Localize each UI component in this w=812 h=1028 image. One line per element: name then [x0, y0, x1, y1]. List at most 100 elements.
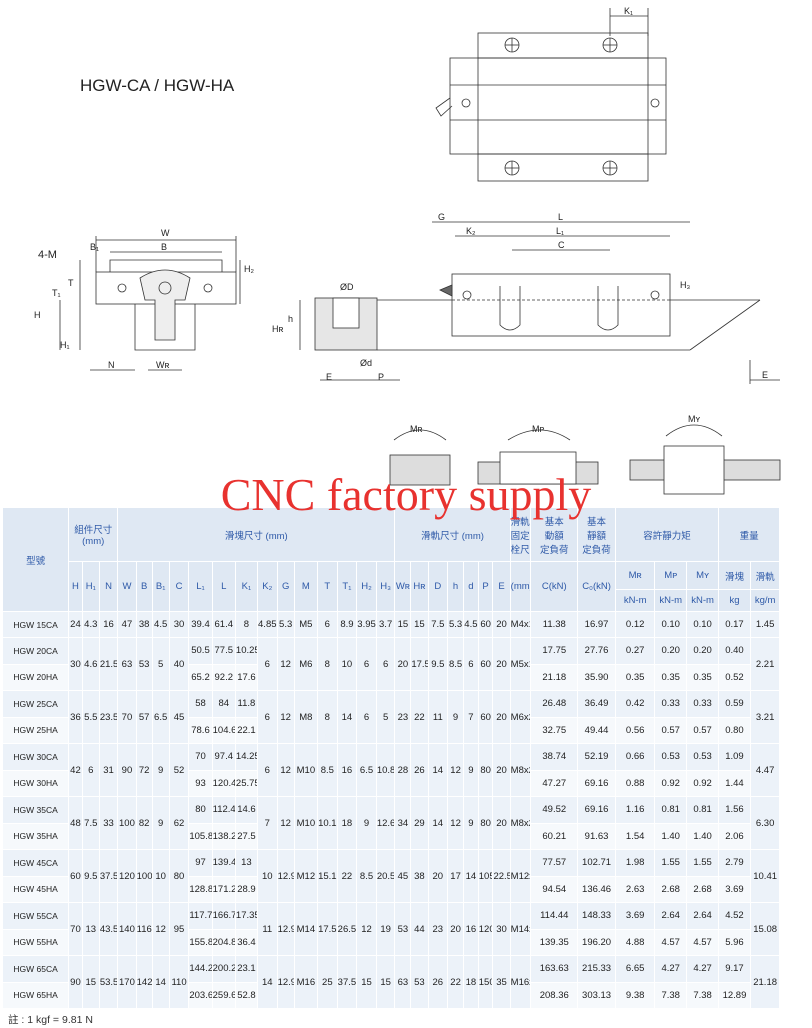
dim-cell: 17.6 [234, 663, 258, 691]
dim-cell: 9 [151, 743, 170, 797]
dim-cell: 7 [256, 796, 278, 850]
load-cell: 9.38 [615, 981, 656, 1009]
dim-cell: 23.5 [98, 690, 119, 744]
dim-cell: M14 [293, 902, 319, 956]
dim-cell: 11 [256, 902, 278, 956]
subheader-dim: C [168, 561, 190, 612]
dim-cell: 12.6 [375, 796, 396, 850]
dim-cell: 14.25 [234, 743, 258, 771]
dim-cell: 5 [375, 690, 396, 744]
load-cell: 4.88 [615, 928, 656, 956]
load-cell: 0.35 [615, 663, 656, 691]
load-cell: 0.17 [718, 611, 751, 638]
dim-cell: M4x16 [509, 611, 532, 638]
model-cell: HGW 30CA [1, 743, 70, 771]
dim-cell: M6 [293, 637, 319, 691]
dim-cell: 3.95 [356, 611, 377, 638]
load-cell: 0.20 [654, 637, 688, 665]
dim-cell: 52 [168, 743, 190, 797]
label-d-small: Ød [360, 358, 372, 368]
load-cell: 4.52 [718, 902, 751, 930]
dim-cell: 97.4 [211, 743, 236, 771]
dim-cell: 15 [394, 611, 412, 638]
front-view-drawing: W B B₁ 4-M H T₁ T H₁ H₂ N Wʀ [34, 228, 254, 371]
load-cell: 1.44 [718, 769, 751, 797]
label-c: C [558, 240, 565, 250]
dim-cell: 10 [256, 849, 278, 903]
load-cell: 0.35 [654, 663, 688, 691]
dim-cell: 63 [117, 637, 137, 691]
dim-cell: 117.7 [188, 902, 213, 930]
subheader-c0: C₀(kN) [577, 561, 617, 612]
header-moment: 容許靜力矩 [615, 507, 720, 562]
dim-cell: 80 [168, 849, 190, 903]
label-e: E [326, 372, 332, 382]
dim-cell: 6 [256, 637, 278, 691]
dim-cell: 13 [81, 902, 100, 956]
load-cell: 208.36 [530, 981, 579, 1009]
dim-cell: 20 [427, 849, 449, 903]
header-block: 滑塊尺寸 (mm) [117, 507, 396, 562]
dim-cell: 62 [168, 796, 190, 850]
dim-cell: 36.4 [234, 928, 258, 956]
dim-cell: 5 [151, 637, 170, 691]
dim-cell: 9 [463, 743, 479, 797]
header-rail: 滑軌尺寸 (mm) [394, 507, 511, 562]
dim-cell: 90 [68, 955, 83, 1009]
load-cell: 2.68 [654, 875, 688, 903]
dim-cell: 24 [68, 611, 83, 638]
subheader-dim: B₁ [151, 561, 170, 612]
subheader-dim: L₁ [188, 561, 213, 612]
dim-cell: M16 [293, 955, 319, 1009]
label-4m: 4-M [38, 249, 57, 261]
model-cell: HGW 55HA [1, 928, 70, 956]
dim-cell: 139.4 [211, 849, 236, 877]
load-cell: 215.33 [577, 955, 617, 983]
label-n: N [108, 360, 115, 370]
subheader-dim: G [276, 561, 295, 612]
dim-cell: 29 [410, 796, 429, 850]
footnote: 註 : 1 kgf = 9.81 N [8, 1014, 93, 1026]
label-w: W [161, 228, 170, 238]
moment-diagrams: Mʀ Mᴘ Mʏ [389, 414, 781, 495]
dim-cell: 10.25 [234, 637, 258, 665]
subheader-dim: L [211, 561, 236, 612]
dim-cell: M5x16 [509, 637, 532, 691]
dim-cell: 203.6 [188, 981, 213, 1009]
dim-cell: M14x45 [509, 902, 532, 956]
dim-cell: 22 [410, 690, 429, 744]
label-g: G [438, 212, 445, 222]
dim-cell: 105.8 [188, 822, 213, 850]
dim-cell: 80 [188, 796, 213, 824]
dim-cell: 4.5 [463, 611, 479, 638]
dim-cell: 12 [356, 902, 377, 956]
subheader-dim: T [317, 561, 338, 612]
dim-cell: 166.7 [211, 902, 236, 930]
load-cell: 0.57 [654, 716, 688, 744]
load-cell: 49.52 [530, 796, 579, 824]
dim-cell: 37.5 [98, 849, 119, 903]
load-cell: 0.27 [615, 637, 656, 665]
subheader-dim: d [463, 561, 479, 612]
dim-cell: 20 [492, 637, 511, 691]
rail-weight-cell: 4.47 [749, 743, 781, 797]
dim-cell: 15 [375, 955, 396, 1009]
dim-cell: 12 [447, 743, 465, 797]
subheader-weight-unit: kg/m [749, 589, 781, 612]
label-wr: Wʀ [156, 360, 169, 370]
load-cell: 0.66 [615, 743, 656, 771]
dim-cell: 4.85 [256, 611, 278, 638]
dim-cell: 92.2 [211, 663, 236, 691]
label-b1: B₁ [90, 242, 99, 252]
load-cell: 17.75 [530, 637, 579, 665]
dim-cell: 6 [256, 743, 278, 797]
label-t1: T₁ [52, 288, 61, 298]
dim-cell: 120 [117, 849, 137, 903]
dim-cell: 6 [356, 637, 377, 691]
subheader-moment: Mᴘ [654, 561, 688, 590]
label-k2: K₂ [466, 226, 476, 236]
